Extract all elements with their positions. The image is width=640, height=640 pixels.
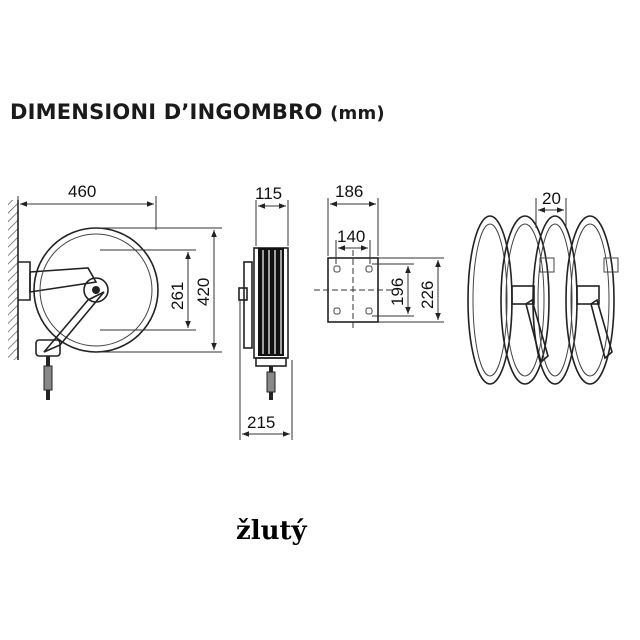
reel-arm-2 — [590, 298, 613, 360]
dim-label-215: 215 — [247, 413, 275, 432]
wall-bracket — [18, 261, 31, 301]
hose-fitting — [43, 365, 53, 391]
drum-inner — [39, 233, 153, 347]
drum-outer — [33, 227, 159, 353]
plate-hole-tl — [333, 265, 341, 273]
mount-plate — [243, 261, 253, 349]
mount-knob — [238, 287, 248, 301]
dim-label-460: 460 — [68, 182, 96, 201]
wall-hatch — [8, 200, 18, 360]
reel-base — [255, 357, 287, 367]
dim-label-186: 186 — [335, 182, 363, 201]
guide-arm — [43, 291, 105, 353]
multi-reel-view: 20 — [467, 189, 619, 385]
title-text: DIMENSIONI D’INGOMBRO — [10, 100, 323, 124]
plate-hole-bl — [333, 307, 341, 315]
front-view: 115 215 — [238, 184, 293, 440]
caption: žlutý — [236, 516, 307, 546]
dim-label-140: 140 — [337, 227, 365, 246]
dim-label-196: 196 — [388, 278, 407, 306]
drum-axle — [92, 286, 100, 294]
dim-label-20: 20 — [542, 189, 561, 208]
reel-hub-1 — [511, 285, 535, 305]
page-title: DIMENSIONI D’INGOMBRO (mm) — [10, 100, 385, 124]
reel-hub-2 — [576, 285, 600, 305]
dim-label-420: 420 — [194, 278, 213, 306]
plate-hole-br — [365, 307, 373, 315]
dim-label-115: 115 — [255, 184, 282, 203]
reel-disc-2 — [500, 215, 550, 385]
title-unit: (mm) — [330, 103, 385, 124]
plate-hole-tr — [365, 265, 373, 273]
reel-disc-4 — [565, 215, 615, 385]
dim-label-226: 226 — [418, 281, 437, 309]
reel-disc-1 — [467, 215, 513, 385]
reel-arm-1 — [525, 298, 549, 364]
support-arm — [29, 267, 98, 293]
dim-label-261: 261 — [168, 282, 187, 310]
side-view: 460 420 261 — [8, 182, 222, 400]
hose-coil — [258, 248, 284, 356]
mounting-plate-view: 186 140 196 226 — [314, 182, 444, 330]
